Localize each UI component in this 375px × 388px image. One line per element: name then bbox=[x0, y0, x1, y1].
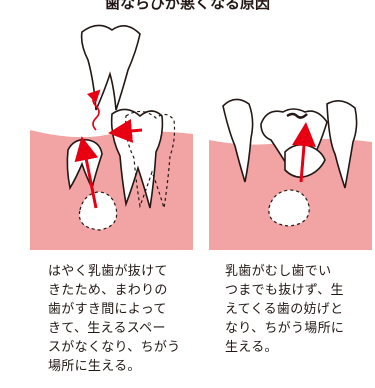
right-illustration-panel bbox=[209, 12, 372, 250]
gum bbox=[30, 130, 193, 250]
left-caption: はやく乳歯が抜けて きたため、まわりの 歯がすき間によって きて、生えるスペー … bbox=[48, 262, 188, 376]
shift-arrow bbox=[120, 130, 142, 132]
extracted-baby-tooth bbox=[82, 25, 140, 110]
right-illustration bbox=[209, 12, 372, 250]
right-caption: 乳歯がむし歯でい つまでも抜けず、生 えてくる歯の妨げと なり、ちがう場所に 生… bbox=[225, 262, 365, 357]
left-illustration-panel bbox=[30, 12, 193, 250]
left-illustration bbox=[30, 12, 193, 250]
diagram-title: 歯ならびが悪くなる原因 bbox=[0, 0, 375, 12]
